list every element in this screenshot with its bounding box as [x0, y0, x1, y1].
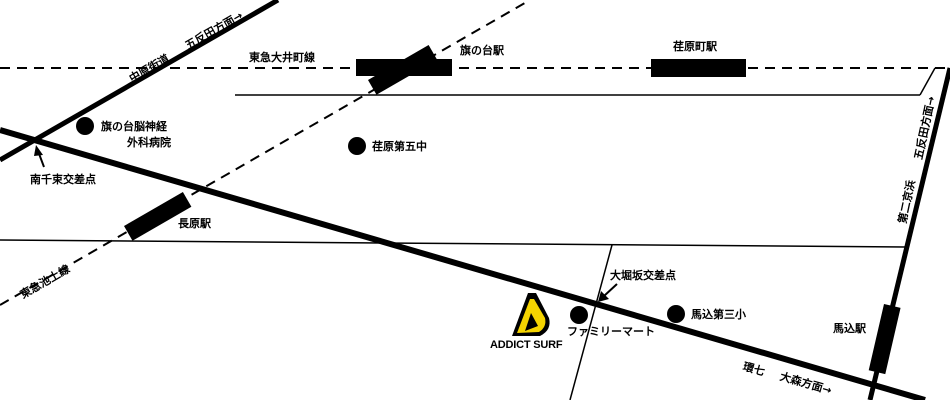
minami-senzoku-arrow-icon: [34, 145, 45, 168]
thin-road-south: [569, 244, 613, 400]
nakahara-kaido-road: [0, 0, 280, 163]
tokyu-oimachi-line-label: 東急大井町線: [249, 51, 315, 64]
nagahara-station-bar: [124, 192, 192, 241]
family-mart-label: ファミリーマート: [567, 325, 655, 338]
hatanodai-station-bar-2: [368, 45, 438, 95]
hatanodai-station-label: 旗の台駅: [460, 44, 504, 57]
magome-station-label: 馬込駅: [833, 322, 866, 335]
addict-surf-label: ADDICT SURF: [490, 339, 563, 351]
nagahara-station-label: 長原駅: [178, 217, 211, 230]
magome-3rd-es-label: 馬込第三小: [691, 308, 746, 321]
ohorazaka-intersection-label: 大堀坂交差点: [610, 269, 676, 282]
magome-station-bar: [868, 304, 901, 375]
ebara-machi-station-bar: [651, 59, 746, 77]
kannana-road: [0, 127, 926, 400]
thin-road-east-corner: [919, 67, 936, 96]
addict-surf-logo-icon: [512, 293, 550, 336]
minami-senzoku-intersection-label: 南千束交差点: [30, 173, 96, 186]
ebara-5th-jhs-dot: [348, 137, 366, 155]
hospital-dot: [76, 117, 94, 135]
ebara-machi-station-label: 荏原町駅: [673, 40, 717, 53]
magome-3rd-es-dot: [667, 305, 685, 323]
family-mart-dot: [570, 306, 588, 324]
hospital-label-line1: 旗の台脳神経: [101, 120, 167, 133]
hospital-label-line2: 外科病院: [127, 136, 171, 149]
thin-road-middle: [0, 239, 906, 248]
ebara-5th-jhs-label: 荏原第五中: [372, 140, 427, 153]
ohorazaka-arrow-icon: [598, 283, 618, 302]
